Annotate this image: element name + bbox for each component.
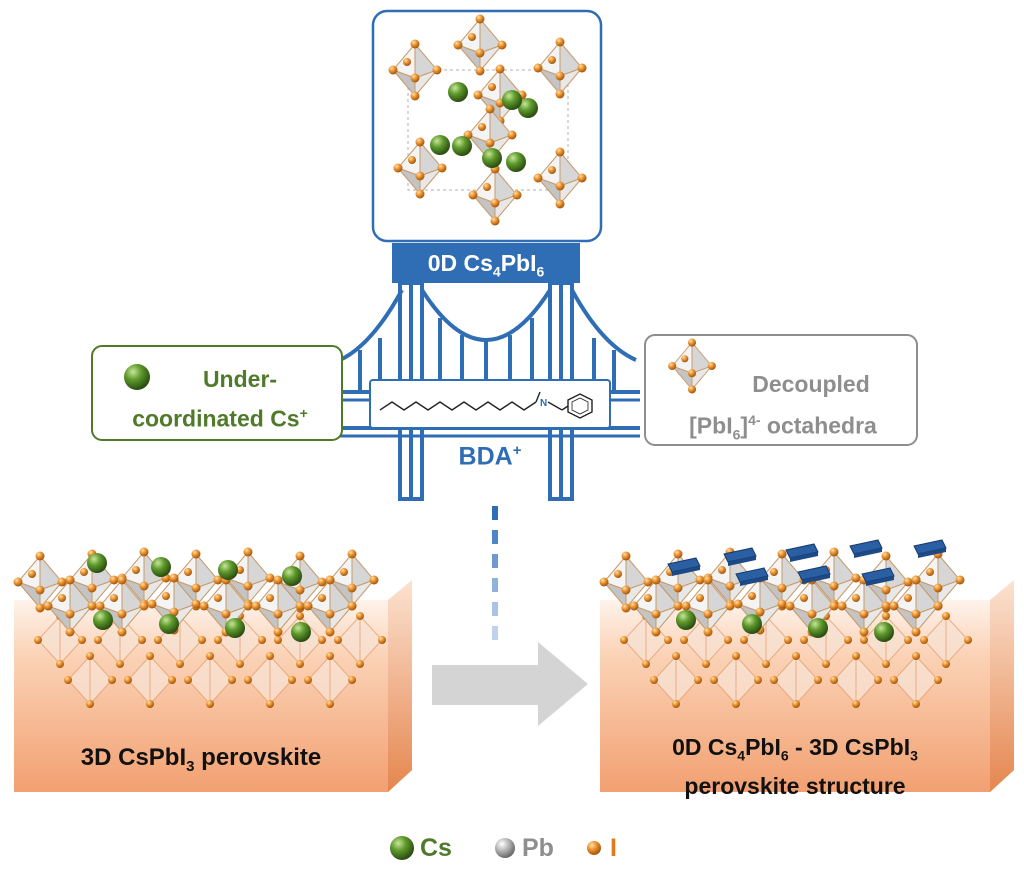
legend-cs-sphere [390, 836, 414, 860]
top-label-bar [392, 243, 580, 283]
right-perovskite-slab [599, 539, 1014, 792]
right-callout-text: Decoupled [PbI6]4- octahedra [655, 366, 911, 452]
legend-cs-label: Cs [420, 834, 452, 862]
dotted-connector [492, 506, 498, 640]
bda-label: BDA+ [458, 442, 522, 471]
left-slab-label: 3D CsPbI3 perovskite [80, 744, 322, 775]
left-callout-text: Under- coordinated Cs+ [102, 362, 338, 436]
left-callout-line2: coordinated Cs+ [132, 405, 308, 432]
right-callout-line1: Decoupled [752, 371, 870, 397]
transform-arrow [432, 642, 588, 726]
left-perovskite-slab [13, 547, 412, 792]
bda-molecule-structure [379, 391, 593, 419]
legend-i-sphere [587, 841, 601, 855]
cs-atom-icon [124, 364, 150, 390]
crystal-structure-0d [388, 14, 587, 226]
right-slab-line2: perovskite structure [684, 772, 906, 799]
left-callout-line1: Under- [202, 366, 278, 392]
right-slab-line1: 0D Cs4PbI6 - 3D CsPbI3 [672, 734, 918, 764]
svg-text:N: N [540, 398, 547, 409]
right-callout-line2: [PbI6]4- octahedra [689, 412, 877, 443]
right-slab-label: 0D Cs4PbI6 - 3D CsPbI3 perovskite struct… [600, 732, 990, 801]
top-panel-label: 0D Cs4PbI6 [427, 250, 545, 280]
left-callout-box [91, 345, 343, 441]
legend-pb-sphere [495, 838, 515, 858]
legend-i-label: I [610, 834, 617, 862]
legend-pb-label: Pb [522, 834, 554, 862]
